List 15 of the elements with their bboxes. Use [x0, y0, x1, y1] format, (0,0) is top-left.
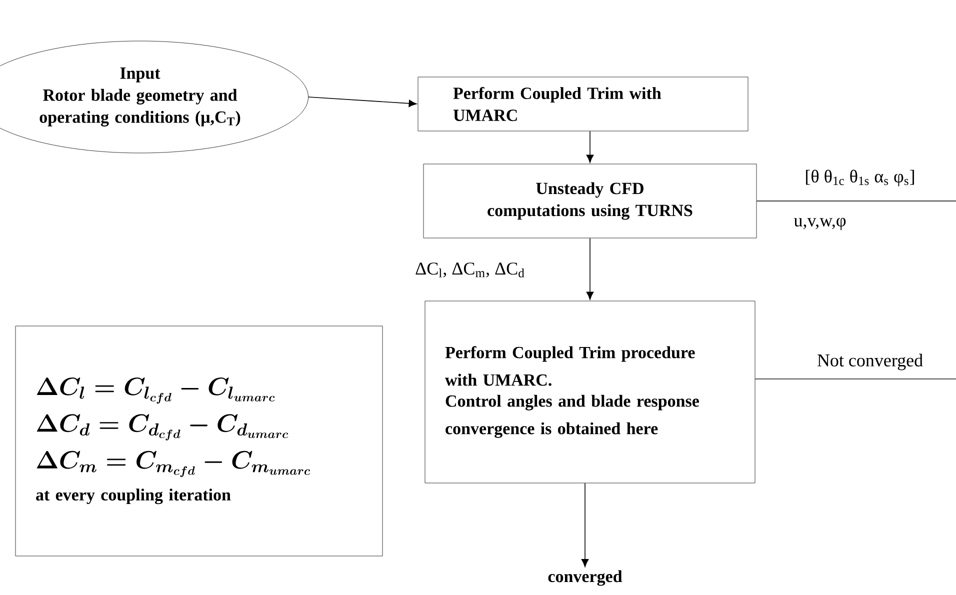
edge-label: ΔC$_{l}$, ΔC$_{m}$, ΔC$_{d}$: [414, 262, 526, 278]
edge-label: [θ θ$_{1c}$ θ$_{1s}$ α$_{s}$ φ$_{s}$]: [804, 168, 916, 188]
connector-line: [754, 378, 956, 380]
edge-label: Not converged: [816, 352, 924, 372]
variable-label: u,v,w,φ: [792, 216, 848, 232]
arrow: [308, 96, 417, 108]
arrow: [586, 238, 594, 300]
arrow: [586, 130, 594, 163]
process-box: Perform Coupled Trim procedure with UMARC. Control angles and blade response convergence is obtained here: [424, 300, 756, 484]
equation-box: $\Delta C_l = C_{l_{cfd}} - C_{l_{umarc}}$ $\Delta C_d = C_{d_{cfd}} - C_{d_{umarc}}$ $\Delta C_m = C_{m_{cfd}} - C_{m_{umarc}}$ at every coupling iteration: [15, 326, 383, 556]
result-text: converged: [548, 570, 622, 586]
process-box: Unsteady CFD computations using TURNS: [423, 164, 757, 238]
arrow: [581, 482, 589, 568]
connector-line: [756, 200, 956, 202]
process-box: Perform Coupled Trim with UMARC: [418, 76, 748, 132]
